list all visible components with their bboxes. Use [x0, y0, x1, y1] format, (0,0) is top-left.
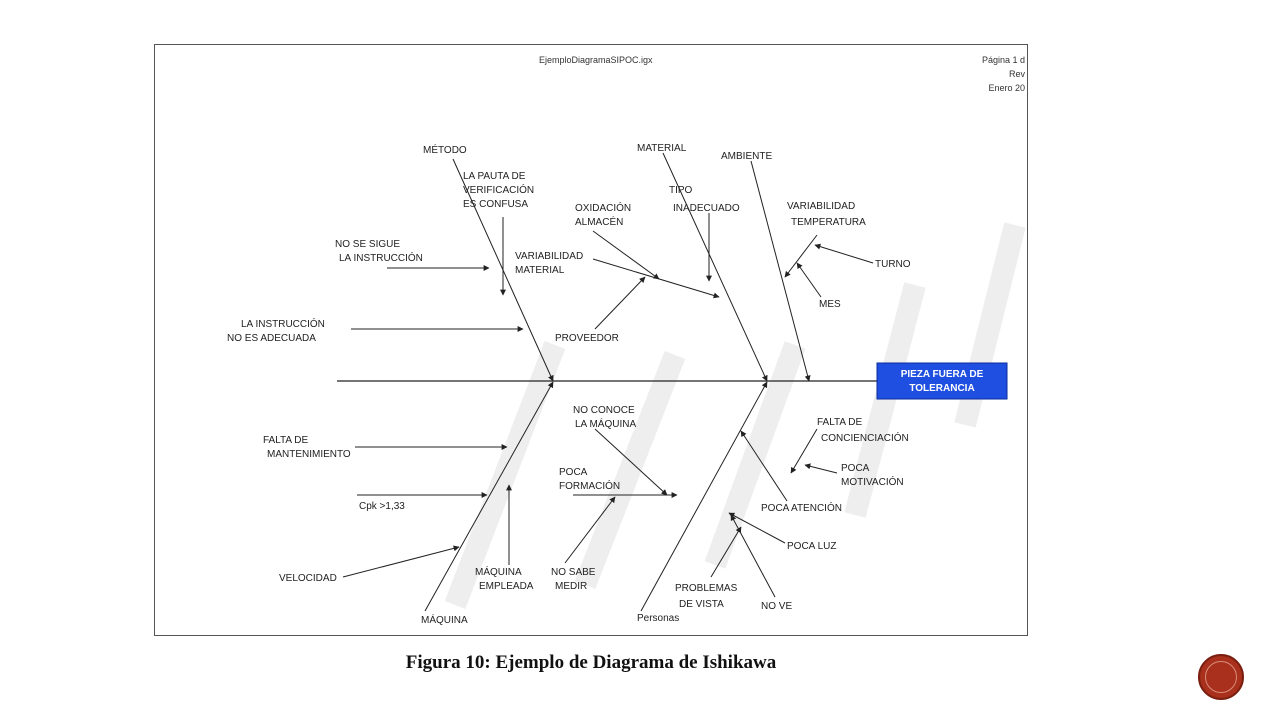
- arrow-no-sabe: [564, 496, 616, 564]
- cause-label-poca-formacion: FORMACIÓN: [559, 479, 620, 492]
- nav-button[interactable]: [1198, 654, 1244, 700]
- cause-label-no-sabe: NO SABE: [551, 567, 596, 578]
- effect-label-line: TOLERANCIA: [909, 383, 974, 394]
- arrow-variabilidad-temp: [784, 234, 818, 278]
- cause-label-tipo: INADECUADO: [673, 203, 740, 214]
- cause-label-no-ve: NO VE: [761, 601, 792, 612]
- bone-personas: [640, 381, 768, 612]
- cause-label-maquina-empleada: MÁQUINA: [475, 565, 522, 578]
- cause-label-variabilidad-material: VARIABILIDAD: [515, 251, 583, 262]
- cause-label-no-conoce: NO CONOCE: [573, 405, 635, 416]
- header-page-line: Página 1 d: [982, 55, 1025, 65]
- cause-label-poca-luz: POCA LUZ: [787, 541, 836, 552]
- figure-caption: Figura 10: Ejemplo de Diagrama de Ishika…: [405, 652, 777, 673]
- cause-label-no-conoce: LA MÁQUINA: [575, 417, 636, 430]
- cause-label-variabilidad-temp: TEMPERATURA: [791, 217, 866, 228]
- cause-label-maquina-empleada: EMPLEADA: [479, 581, 534, 592]
- arrow-variabilidad-material: [592, 258, 720, 299]
- cause-label-oxidacion: ALMACÉN: [575, 215, 623, 228]
- cause-label-pauta: ES CONFUSA: [463, 199, 528, 210]
- arrow-poca-luz: [728, 512, 786, 544]
- cause-label-no-sigue: NO SE SIGUE: [335, 239, 400, 250]
- cause-label-pauta: VERIFICACIÓN: [463, 183, 534, 196]
- cause-label-variabilidad-material: MATERIAL: [515, 265, 565, 276]
- category-label-maquina: MÁQUINA: [421, 613, 468, 626]
- cause-label-poca-motivacion: MOTIVACIÓN: [841, 475, 904, 488]
- cause-label-tipo: TIPO: [669, 185, 693, 196]
- bone-ambiente: [750, 160, 811, 382]
- ishikawa-diagram: EjemploDiagramaSIPOC.igx Página 1 d Rev …: [227, 55, 1026, 626]
- cause-label-velocidad: VELOCIDAD: [279, 573, 337, 584]
- category-label-material: MATERIAL: [637, 143, 687, 154]
- cause-label-oxidacion: OXIDACIÓN: [575, 201, 631, 214]
- header-page-line: Rev: [1009, 69, 1026, 79]
- effect-label-line: PIEZA FUERA DE: [901, 369, 984, 380]
- bone-maquina: [424, 381, 554, 612]
- effect-box: [876, 362, 1008, 400]
- cause-label-poca-formacion: POCA: [559, 467, 588, 478]
- arrow-oxidacion: [592, 230, 660, 280]
- cause-label-instruccion: LA INSTRUCCIÓN: [241, 317, 325, 330]
- cause-label-falta-conc: FALTA DE: [817, 417, 863, 428]
- category-label-metodo: MÉTODO: [423, 143, 467, 156]
- arrow-no-ve: [730, 514, 776, 598]
- cause-label-no-sabe: MEDIR: [555, 581, 587, 592]
- arrow-velocidad: [342, 545, 460, 578]
- bone-material: [662, 152, 768, 382]
- cause-label-pauta: LA PAUTA DE: [463, 171, 526, 182]
- header-page-line: Enero 20: [988, 83, 1025, 93]
- cause-label-problemas-vista: PROBLEMAS: [675, 583, 738, 594]
- cause-label-variabilidad-temp: VARIABILIDAD: [787, 201, 855, 212]
- arrow-falta-conc: [790, 428, 818, 474]
- cause-label-problemas-vista: DE VISTA: [679, 599, 724, 610]
- arrow-problemas-vista: [710, 526, 742, 578]
- arrow-proveedor: [594, 276, 646, 330]
- cause-label-poca-motivacion: POCA: [841, 463, 870, 474]
- arrow-turno: [814, 243, 874, 264]
- diagram-frame: EjemploDiagramaSIPOC.igx Página 1 d Rev …: [154, 44, 1028, 636]
- cause-label-cpk: Cpk >1,33: [359, 501, 405, 512]
- cause-label-falta-mant: FALTA DE: [263, 435, 309, 446]
- cause-label-proveedor: PROVEEDOR: [555, 333, 619, 344]
- header-filename: EjemploDiagramaSIPOC.igx: [539, 55, 653, 65]
- cause-label-turno: TURNO: [875, 259, 911, 270]
- category-label-personas: Personas: [637, 613, 679, 624]
- cause-label-instruccion: NO ES ADECUADA: [227, 333, 316, 344]
- cause-label-poca-atencion: POCA ATENCIÓN: [761, 501, 842, 514]
- cause-label-mes: MES: [819, 299, 841, 310]
- arrow-poca-motivacion: [804, 463, 838, 474]
- cause-label-falta-mant: MANTENIMIENTO: [267, 449, 351, 460]
- category-label-ambiente: AMBIENTE: [721, 151, 772, 162]
- watermark: [444, 222, 1026, 609]
- cause-label-falta-conc: CONCIENCIACIÓN: [821, 431, 909, 444]
- arrow-poca-atencion: [740, 430, 788, 502]
- arrow-no-conoce: [594, 428, 668, 496]
- cause-label-no-sigue: LA INSTRUCCIÓN: [339, 251, 423, 264]
- arrow-mes: [796, 262, 822, 298]
- nav-button-ring-icon: [1205, 661, 1237, 693]
